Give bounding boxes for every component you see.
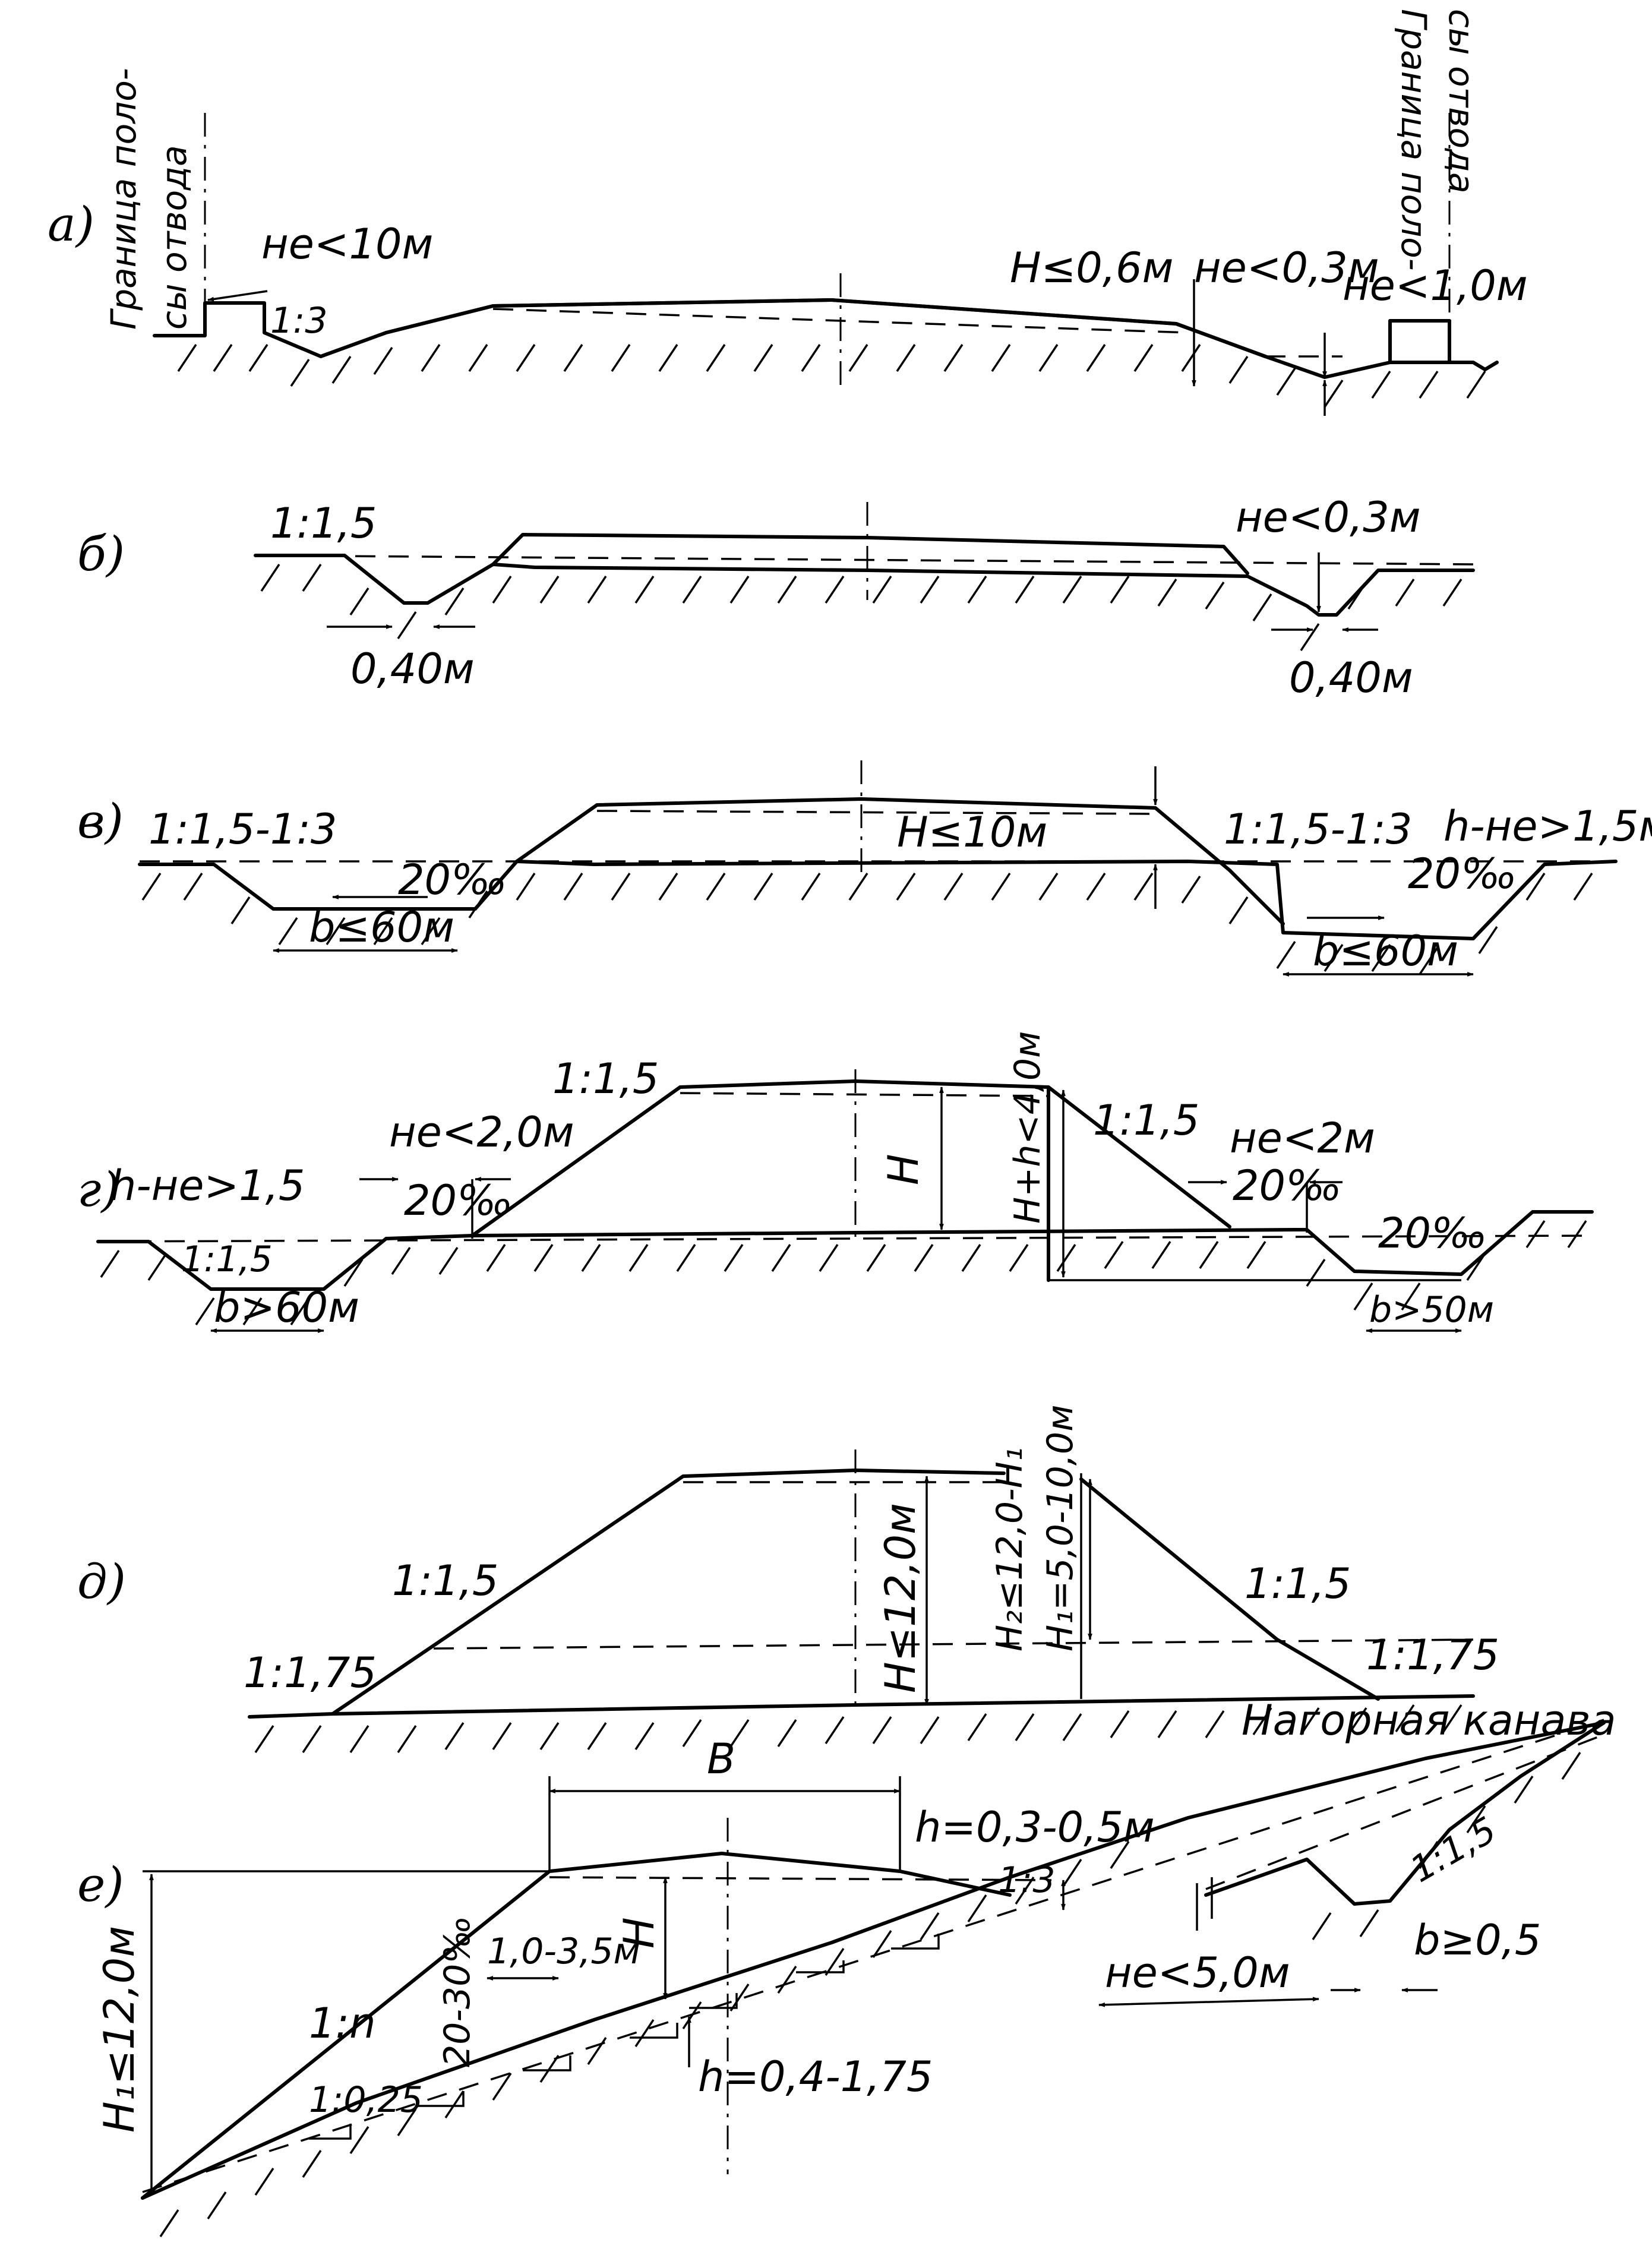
panel-e-total-height-label: H₁≤12,0м (95, 1926, 144, 2133)
panel-a-letter: а) (48, 197, 94, 252)
panel-e-h-top-label: h=0,3-0,5м (915, 1803, 1155, 1852)
panel-a-height-label: H≤0,6м (1010, 244, 1173, 292)
panel-d-slope-lower-left-label: 1:1,75 (244, 1649, 377, 1697)
panel-e-width-label: B (707, 1735, 735, 1783)
boundary-label-left-line1: Граница поло- (103, 68, 144, 330)
panel-e-h-bottom-label: h=0,4-1,75 (698, 2052, 933, 2101)
panel-e-embankment (141, 1852, 1012, 2200)
panel-d-slope-upper-right-label: 1:1,5 (1244, 1559, 1351, 1608)
panel-a-embankment (384, 298, 1267, 358)
panel-a-berm-width-label: не<10м (261, 220, 433, 269)
panel-d: д) 1:1,5 1:1,75 1:1,5 1:1,75 H≤12,0м H₂≤… (77, 1405, 1499, 1753)
panel-g-ground (96, 1210, 1594, 1291)
boundary-label-left-line2: сы отвода (154, 145, 194, 330)
panel-d-height-1-label: H₁=5,0-10,0м (1040, 1405, 1081, 1651)
panel-a-ground (153, 298, 1499, 379)
panel-e-ditch-slope-label: 1:1,5 (1404, 1809, 1503, 1891)
panel-d-slope-lower-right-label: 1:1,75 (1366, 1631, 1499, 1679)
panel-v-grade-right-label: 20‰ (1408, 849, 1517, 898)
panel-b-ditch-left-label: 0,40м (350, 645, 475, 693)
panel-e-height-label: H (615, 1917, 664, 1948)
panel-g-grade-far-label: 20‰ (1378, 1209, 1487, 1258)
panel-g-depth-label: h-не>1,5 (110, 1161, 305, 1210)
panel-b: б) 1:1,5 не<0,3м 0,40м 0,40м (77, 493, 1475, 702)
panel-b-ditch-depth-label: не<0,3м (1236, 493, 1421, 542)
panel-e-ditch-bottom-label: b≥0,5 (1414, 1916, 1541, 1965)
panel-v-height-label: H≤10м (897, 808, 1047, 857)
panel-e-ditch-title: Нагорная канава (1242, 1696, 1616, 1745)
panel-e-step-slope-label: 1:0,25 (309, 2079, 423, 2121)
panel-e-distance-label: не<5,0м (1105, 1948, 1290, 1997)
panel-g-height-label: H (879, 1154, 928, 1185)
panel-e-ground (141, 1721, 1606, 2200)
panel-e-grade-label: 20-30‰ (437, 1916, 478, 2067)
panel-d-height-label: H≤12,0м (876, 1503, 925, 1693)
panel-g-letter: г) (77, 1162, 120, 1217)
panel-v-slope-right-label: 1:1,5-1:3 (1224, 805, 1412, 854)
panel-d-letter: д) (77, 1554, 126, 1609)
panel-b-letter: б) (77, 526, 125, 582)
panel-v-embankment (515, 797, 1231, 872)
panel-g-bottom-right-label: b>50м (1369, 1289, 1494, 1331)
panel-d-ground (248, 1694, 1475, 1719)
panel-e-ditch (1204, 1721, 1606, 1906)
panel-d-slope-upper-left-label: 1:1,5 (392, 1556, 498, 1605)
panel-a: а) Граница поло- сы отвода Граница поло-… (48, 9, 1528, 416)
panel-g-ditch-slope-label: 1:1,5 (181, 1239, 273, 1280)
panel-v-ground (138, 860, 1618, 940)
panel-g: г) 1:1,5 1:1,5 не<2,0м не<2м 20‰ 20‰ 20‰… (77, 1031, 1594, 1333)
boundary-label-right: Граница поло- сы отвода (1394, 9, 1482, 271)
boundary-label-left: Граница поло- сы отвода (103, 68, 194, 330)
boundary-label-right-line2: сы отвода (1441, 9, 1482, 194)
panel-v-bottom-right-label: b≤60м (1313, 927, 1458, 975)
boundary-label-right-line1: Граница поло- (1394, 9, 1434, 271)
panel-d-embankment (331, 1469, 1006, 1716)
panel-e-slope-right-label: 1:3 (998, 1859, 1056, 1901)
panel-v-letter: в) (77, 794, 124, 849)
panel-v-depth-label: h-не>1,5м (1443, 802, 1652, 851)
panel-a-right-berm-label: не<1,0м (1343, 261, 1528, 310)
panel-g-bottom-left-label: b>60м (214, 1283, 359, 1332)
panel-g-height-total-label: H+h<4,0м (1007, 1031, 1048, 1224)
panel-g-berm-left-label: не<2,0м (389, 1108, 574, 1157)
panel-b-ground (254, 554, 1475, 617)
panel-v-bottom-left-label: b≤60м (309, 903, 454, 952)
panel-v-slope-left-label: 1:1,5-1:3 (149, 805, 337, 854)
panel-e: е) B h=0,3-0,5м 1:3 H H₁≤12,0м 1:n (77, 1696, 1616, 2237)
panel-g-grade-right-label: 20‰ (1233, 1161, 1342, 1210)
panel-e-letter: е) (77, 1857, 124, 1912)
panel-a-ditch-depth-label: не<0,3м (1194, 244, 1379, 292)
panel-e-slope-main-label: 1:n (309, 1999, 376, 2048)
panel-a-slope-label: 1:3 (270, 300, 328, 342)
panel-d-height-2-label: H₂≤12,0-H₁ (989, 1447, 1031, 1651)
panel-e-step-width-label: 1,0-3,5м (487, 1931, 640, 1972)
panel-g-grade-left-label: 20‰ (404, 1176, 513, 1225)
panel-b-ditch-right-label: 0,40м (1289, 653, 1413, 702)
panel-g-berm-right-label: не<2м (1230, 1114, 1375, 1163)
panel-g-slope-right-label: 1:1,5 (1093, 1096, 1199, 1145)
panel-e-steps (309, 1934, 940, 2140)
panel-g-slope-left-label: 1:1,5 (552, 1054, 659, 1103)
panel-v: в) 1:1,5-1:3 1:1,5-1:3 H≤10м 20‰ 20‰ h-н… (77, 760, 1652, 977)
panel-v-grade-left-label: 20‰ (398, 855, 507, 904)
panel-b-slope-label: 1:1,5 (270, 499, 377, 548)
